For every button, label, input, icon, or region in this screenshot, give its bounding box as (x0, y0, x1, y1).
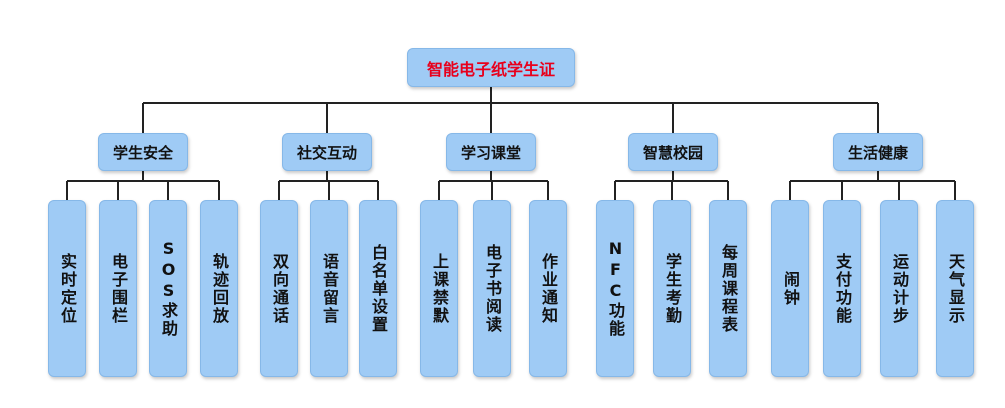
cat-connector-social (278, 171, 379, 200)
category-label: 社交互动 (296, 143, 357, 162)
leaf-label: 运动计步 (890, 252, 909, 325)
leaf-node: 作业通知 (529, 200, 567, 377)
category-label: 学习课堂 (460, 143, 521, 162)
category-label: 生活健康 (847, 143, 908, 162)
category-label: 学生安全 (112, 143, 173, 162)
cat-connector-life (789, 171, 956, 200)
leaf-label: 天气显示 (946, 252, 965, 325)
category-node-study: 学习课堂 (446, 133, 536, 171)
category-label: 智慧校园 (642, 143, 703, 162)
leaf-node: 电子围栏 (99, 200, 137, 377)
leaf-label: 每周课程表 (719, 243, 738, 334)
root-node: 智能电子纸学生证 (407, 48, 575, 87)
leaf-label: 电子围栏 (109, 252, 128, 325)
leaf-label: 支付功能 (833, 252, 852, 325)
leaf-label: 上课禁默 (430, 252, 449, 325)
leaf-node: 电子书阅读 (473, 200, 511, 377)
leaf-label: 作业通知 (539, 252, 558, 325)
leaf-label: NFC功能 (606, 239, 625, 338)
leaf-label: 闹钟 (781, 270, 800, 307)
leaf-label: 轨迹回放 (210, 252, 229, 325)
category-node-life: 生活健康 (833, 133, 923, 171)
leaf-label: SOS求助 (159, 239, 178, 338)
leaf-label: 电子书阅读 (483, 243, 502, 334)
cat-connector-campus (614, 171, 729, 200)
category-node-safety: 学生安全 (98, 133, 188, 171)
leaf-label: 实时定位 (58, 252, 77, 325)
leaf-node: 运动计步 (880, 200, 918, 377)
leaf-label: 语音留言 (320, 252, 339, 325)
leaf-node: NFC功能 (596, 200, 634, 377)
leaf-node: SOS求助 (149, 200, 187, 377)
leaf-node: 天气显示 (936, 200, 974, 377)
leaf-node: 双向通话 (260, 200, 298, 377)
cat-connector-safety (66, 171, 220, 200)
leaf-label: 白名单设置 (369, 243, 388, 334)
leaf-node: 上课禁默 (420, 200, 458, 377)
root-label: 智能电子纸学生证 (426, 59, 555, 79)
category-node-social: 社交互动 (282, 133, 372, 171)
leaf-node: 每周课程表 (709, 200, 747, 377)
leaf-node: 支付功能 (823, 200, 861, 377)
root-connector (142, 87, 879, 133)
leaf-node: 白名单设置 (359, 200, 397, 377)
leaf-node: 闹钟 (771, 200, 809, 377)
leaf-label: 学生考勤 (663, 252, 682, 325)
leaf-node: 实时定位 (48, 200, 86, 377)
leaf-node: 语音留言 (310, 200, 348, 377)
leaf-label: 双向通话 (270, 252, 289, 325)
category-node-campus: 智慧校园 (628, 133, 718, 171)
leaf-node: 轨迹回放 (200, 200, 238, 377)
leaf-node: 学生考勤 (653, 200, 691, 377)
cat-connector-study (438, 171, 549, 200)
